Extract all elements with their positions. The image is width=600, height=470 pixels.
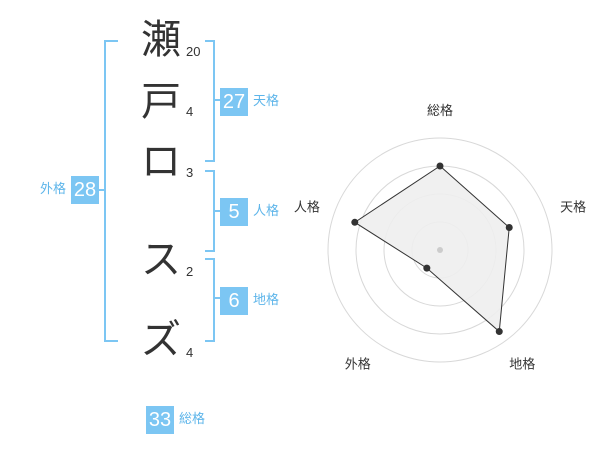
radar-points (351, 162, 513, 336)
radar-axis-label-4: 外格 (345, 356, 371, 372)
stroke-count-2: 4 (186, 104, 194, 119)
tenkaku-label: 天格 (253, 94, 280, 109)
chikaku-connector (213, 297, 220, 299)
radar-axis-label-3: 地格 (509, 356, 535, 372)
radar-point-4 (423, 264, 431, 272)
gaikaku-value: 28 (71, 176, 99, 204)
jinkaku-connector (213, 210, 220, 212)
radar-center-dot (437, 247, 443, 253)
gaikaku-connector (98, 189, 104, 191)
chikaku-label: 地格 (253, 293, 280, 308)
radar-point-5 (351, 218, 359, 226)
radar-axis-label-1: 総格 (427, 103, 453, 119)
stroke-count-3: 3 (186, 165, 194, 180)
jinkaku-value: 5 (220, 198, 248, 226)
radar-point-1 (436, 162, 444, 170)
name-char-1: 瀬 (141, 17, 181, 63)
stroke-count-5: 4 (186, 345, 194, 360)
radar-polygon (353, 165, 510, 333)
chikaku-value: 6 (220, 287, 248, 315)
soukaku-label: 総格 (179, 412, 206, 427)
tenkaku-bracket (205, 40, 215, 162)
name-char-3: ロ (141, 139, 181, 185)
radar-point-3 (495, 328, 503, 336)
name-char-5: ズ (141, 317, 181, 363)
jinkaku-label: 人格 (253, 204, 280, 219)
stroke-count-4: 2 (186, 264, 194, 279)
radar-ring (327, 137, 553, 363)
radar-point-2 (505, 224, 513, 232)
tenkaku-value: 27 (220, 88, 248, 116)
gaikaku-bracket (104, 40, 118, 342)
tenkaku-connector (213, 99, 220, 101)
stroke-count-1: 20 (186, 44, 201, 59)
name-char-2: 戸 (141, 79, 181, 125)
name-char-4: ス (141, 237, 181, 283)
radar-axis-label-2: 天格 (560, 200, 586, 216)
radar-axis-label-5: 人格 (294, 200, 320, 216)
soukaku-value: 33 (146, 406, 174, 434)
chikaku-bracket (205, 258, 215, 342)
gaikaku-label: 外格 (40, 182, 67, 197)
